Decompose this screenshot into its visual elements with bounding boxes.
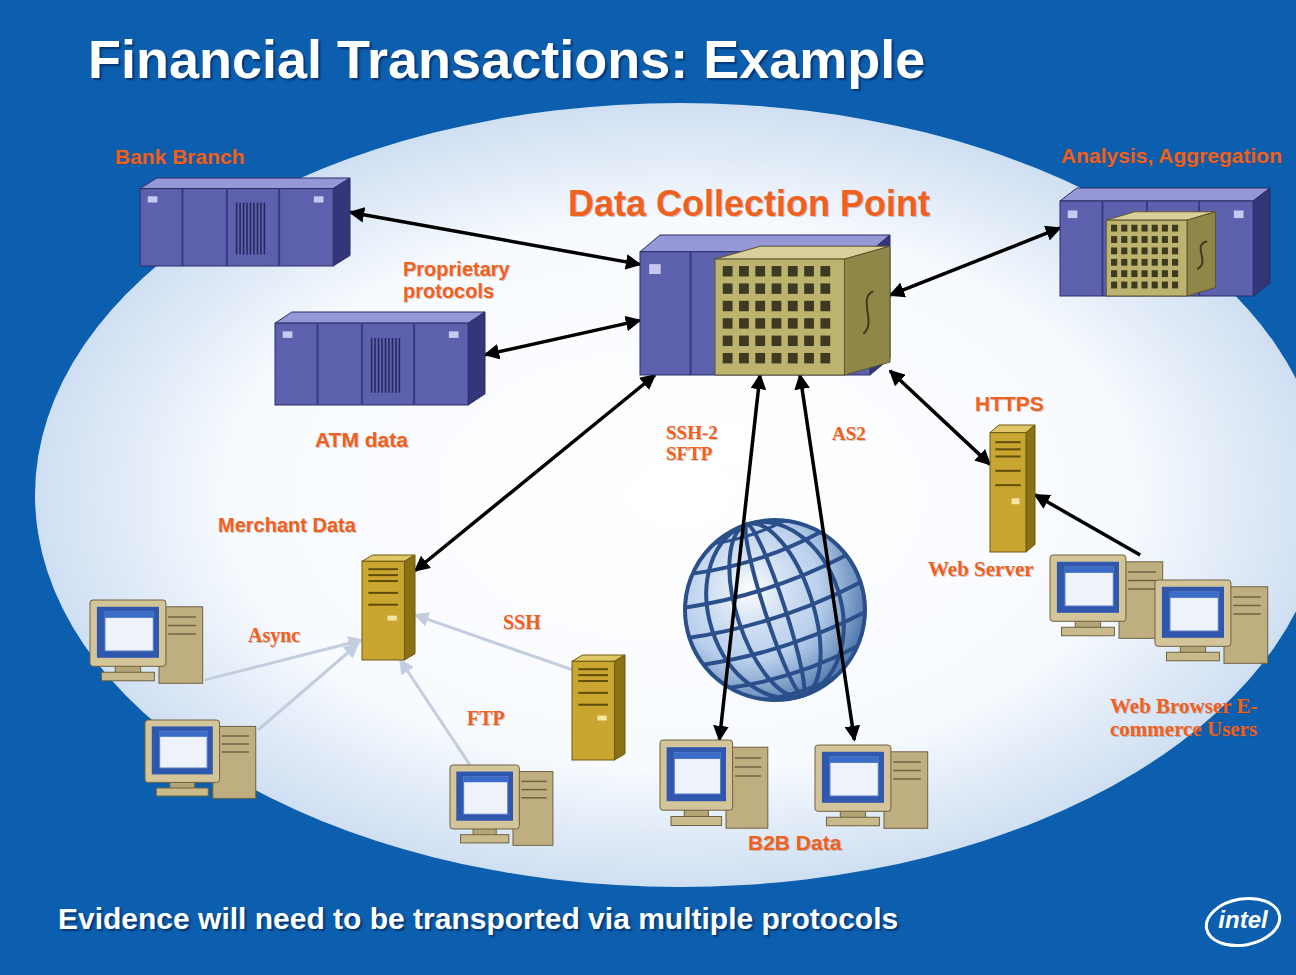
atm-mainframe: ATM data [275, 312, 485, 405]
analysis-mainframe: Analysis, Aggregation [1060, 188, 1270, 296]
node-icon [1050, 555, 1270, 665]
node-label: B2B Data [748, 831, 841, 854]
edge-label: SSH-2 SFTP [664, 423, 742, 465]
light-arrow [205, 640, 362, 680]
node-label: Web Browser E-commerce Users [1110, 695, 1270, 741]
node-icon [572, 655, 625, 760]
async-pc: Async [90, 600, 205, 685]
node-icon [362, 555, 415, 660]
edge-label: AS2 [830, 424, 868, 445]
node-icon [660, 740, 930, 830]
node-icon [990, 425, 1035, 552]
transfer-arrow [890, 228, 1060, 295]
ssh-server-tower: SSH [572, 655, 625, 760]
b2b-pcs: B2B Data [660, 740, 930, 830]
logo-ring [1203, 893, 1284, 951]
transfer-arrow [485, 320, 640, 354]
node-label: Async [248, 624, 300, 646]
node-icon [140, 178, 350, 266]
node-icon [90, 600, 205, 685]
logo-text: intel [1218, 907, 1267, 933]
node-icon [1060, 188, 1270, 296]
node-label: HTTPS [975, 392, 1044, 415]
node-label: Bank Branch [115, 145, 245, 168]
light-arrow [400, 660, 470, 765]
node-label: FTP [467, 707, 505, 729]
node-icon [275, 312, 485, 405]
node-label: Merchant Data [218, 514, 356, 536]
merchant-server-tower: Merchant Data [362, 555, 415, 660]
web-server-tower: HTTPSWeb Server [990, 425, 1035, 552]
node-label: SSH [503, 611, 541, 633]
node-label: Analysis, Aggregation [1061, 144, 1282, 167]
data-collection-mainframe: Data Collection Point [640, 235, 890, 375]
node-label: Data Collection Point [568, 184, 930, 224]
transfer-arrow [890, 371, 990, 465]
ecommerce-pcs: Web Browser E-commerce Users [1050, 555, 1270, 665]
bank-branch-mainframe: Bank Branch [140, 178, 350, 266]
node-label: ATM data [315, 428, 408, 451]
ftp-pc: FTP [450, 765, 555, 847]
slide-caption: Evidence will need to be transported via… [58, 902, 898, 935]
transfer-arrow [1035, 495, 1140, 555]
white-ellipse [35, 103, 1296, 887]
node-icon [450, 765, 555, 847]
globe-illustration [662, 497, 889, 724]
link-line [258, 644, 358, 730]
pc-icon [145, 720, 256, 798]
protocol-label: Proprietary protocols [403, 258, 548, 302]
slide-title: Financial Transactions: Example [88, 30, 925, 89]
node-label: Web Server [928, 558, 1034, 581]
node-icon [640, 235, 890, 375]
light-arrow [415, 615, 572, 670]
